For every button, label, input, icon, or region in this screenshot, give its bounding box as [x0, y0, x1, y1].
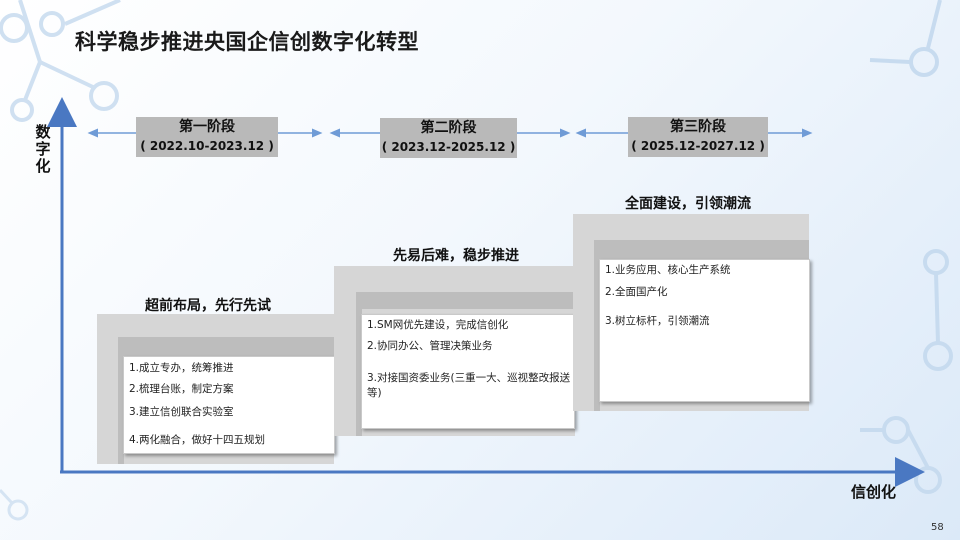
phase-name: 第二阶段	[420, 120, 477, 136]
stage-3-title: 全面建设，引领潮流	[625, 196, 751, 212]
list-item: 4.两化融合，做好十四五规划	[129, 434, 266, 446]
page-title: 科学稳步推进央国企信创数字化转型	[75, 30, 419, 54]
network-decoration-bottom-left-icon	[0, 488, 29, 521]
list-item: 1.SM网优先建设，完成信创化	[367, 319, 509, 331]
list-item: 2.全面国产化	[605, 286, 668, 298]
y-axis-label: 数字化	[35, 123, 51, 175]
network-decoration-right-icon	[860, 0, 953, 494]
stage-3-card: 1.业务应用、核心生产系统 2.全面国产化 3.树立标杆，引领潮流	[599, 259, 810, 402]
list-item: 1.业务应用、核心生产系统	[605, 264, 731, 276]
phase-box-2: 第二阶段 ( 2023.12-2025.12 )	[380, 118, 517, 158]
list-item: 3.建立信创联合实验室	[129, 406, 234, 418]
phase-range: ( 2025.12-2027.12 )	[631, 139, 765, 153]
phase-range: ( 2022.10-2023.12 )	[140, 139, 274, 153]
stage-2-step-bar	[356, 292, 575, 309]
stage-2-step-side	[356, 292, 362, 436]
stage-3-step-bar	[594, 240, 809, 259]
phase-name: 第三阶段	[670, 119, 726, 135]
stage-1-card: 1.成立专办，统筹推进 2.梳理台账，制定方案 3.建立信创联合实验室 4.两化…	[123, 356, 335, 454]
phase-range: ( 2023.12-2025.12 )	[381, 140, 516, 154]
stage-2-card: 1.SM网优先建设，完成信创化 2.协同办公、管理决策业务 3.对接国资委业务(…	[361, 314, 575, 429]
stage-2-title: 先易后难，稳步推进	[393, 248, 519, 264]
page-number: 58	[931, 522, 944, 533]
list-item: 3.树立标杆，引领潮流	[605, 315, 710, 327]
phase-box-3: 第三阶段 ( 2025.12-2027.12 )	[628, 117, 768, 157]
list-item: 1.成立专办，统筹推进	[129, 362, 234, 374]
stage-1-step-side	[118, 337, 124, 464]
stage-3-step-side	[594, 240, 600, 411]
stage-1-step-bar	[118, 337, 334, 356]
phase-name: 第一阶段	[179, 119, 235, 135]
network-decoration-top-left-icon	[0, 0, 121, 122]
list-item: 2.梳理台账，制定方案	[129, 383, 234, 395]
x-axis-label: 信创化	[851, 483, 897, 501]
stage-1-title: 超前布局，先行先试	[145, 298, 271, 314]
phase-box-1: 第一阶段 ( 2022.10-2023.12 )	[136, 117, 278, 157]
list-item: 2.协同办公、管理决策业务	[367, 340, 493, 352]
list-item: 3.对接国资委业务(三重一大、巡视整改报送等)	[367, 372, 571, 399]
